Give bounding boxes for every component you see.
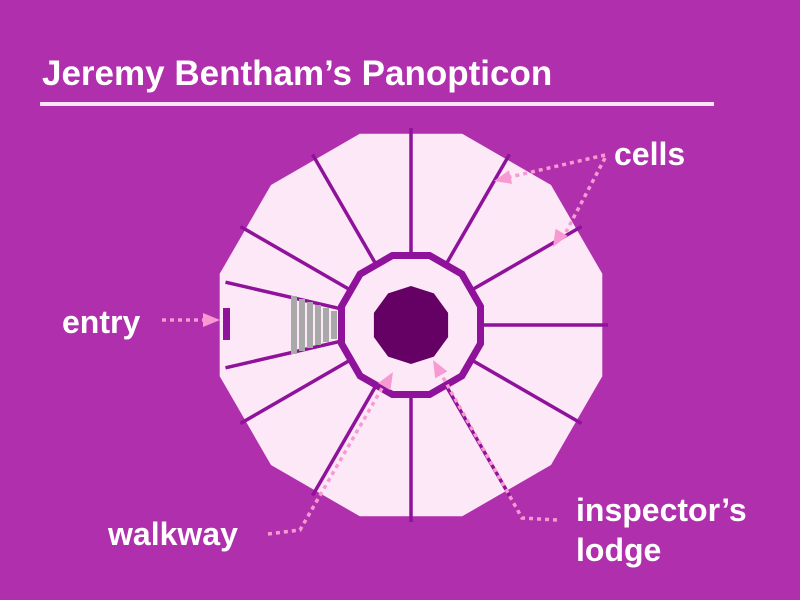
arrowhead <box>433 360 448 379</box>
callout-line <box>564 157 607 233</box>
walkway-label: walkway <box>108 516 238 552</box>
arrowhead <box>203 313 220 327</box>
callout-line <box>438 371 558 522</box>
cells-label: cells <box>614 136 686 172</box>
stair-step <box>299 299 305 351</box>
arrowhead <box>378 372 393 391</box>
stair-step <box>323 308 329 342</box>
slide-title: Jeremy Bentham’s Panopticon <box>42 54 553 93</box>
cell-wall <box>239 224 353 293</box>
cell-wall <box>225 280 346 312</box>
cell-wall <box>310 383 379 497</box>
arrowhead <box>494 170 513 184</box>
callout-line <box>509 153 606 179</box>
cell-wall <box>443 153 512 267</box>
cell-wall <box>469 357 583 426</box>
stair-step <box>331 311 337 339</box>
entry-door <box>223 308 230 340</box>
callout-arrows <box>162 153 607 536</box>
inspectors-lodge <box>373 286 449 364</box>
inspectors-lodge-label-line2: lodge <box>576 532 662 568</box>
cell-wall <box>239 357 353 426</box>
cell-wall <box>310 153 379 267</box>
stair-step <box>315 305 321 345</box>
arrowhead <box>553 228 568 247</box>
stair-step <box>307 302 313 348</box>
cell-walls <box>225 128 608 522</box>
cell-wall <box>225 338 346 370</box>
callout-line <box>267 382 387 536</box>
inspectors-lodge-label-line1: inspector’s <box>576 492 747 528</box>
entry-stairs <box>291 296 337 354</box>
stair-step <box>291 296 297 354</box>
entry-label: entry <box>62 304 141 340</box>
title-underline <box>40 102 714 106</box>
